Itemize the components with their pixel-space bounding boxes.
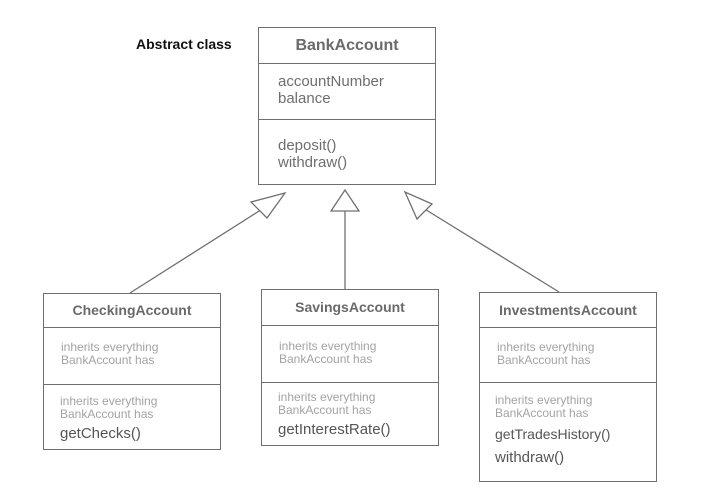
method-deposit: deposit() bbox=[278, 137, 337, 154]
inherits-note: inherits everything BankAccount has bbox=[60, 394, 158, 421]
inheritance-line-checking bbox=[129, 205, 268, 294]
savingsaccount-class-box: SavingsAccount inherits everything BankA… bbox=[261, 289, 439, 446]
attributes-section: inherits everything BankAccount has bbox=[262, 325, 438, 382]
inheritance-arrowhead-savings bbox=[329, 188, 361, 212]
inherits-note: inherits everything BankAccount has bbox=[279, 339, 377, 366]
inheritance-arrowhead-checking bbox=[249, 191, 287, 220]
attributes-section: accountNumber balance bbox=[259, 63, 435, 119]
bankaccount-class-box: BankAccount accountNumber balance deposi… bbox=[258, 27, 436, 185]
attribute-accountnumber: accountNumber bbox=[278, 73, 384, 90]
class-name: CheckingAccount bbox=[72, 302, 192, 318]
inherits-note: inherits everything BankAccount has bbox=[497, 340, 595, 367]
investmentsaccount-class-box: InvestmentsAccount inherits everything B… bbox=[479, 292, 657, 482]
inheritance-line-investments bbox=[422, 207, 560, 293]
inherits-note: inherits everything BankAccount has bbox=[61, 340, 159, 367]
class-name: InvestmentsAccount bbox=[499, 302, 637, 318]
methods-section: inherits everything BankAccount has getI… bbox=[262, 382, 438, 445]
method-gettradeshistory: getTradesHistory() bbox=[495, 426, 611, 442]
checkingaccount-class-box: CheckingAccount inherits everything Bank… bbox=[43, 293, 221, 450]
abstract-class-label: Abstract class bbox=[136, 36, 232, 52]
method-withdraw: withdraw() bbox=[495, 449, 565, 466]
methods-section: deposit() withdraw() bbox=[259, 119, 435, 184]
class-name: BankAccount bbox=[295, 37, 399, 54]
methods-section: inherits everything BankAccount has getT… bbox=[480, 382, 656, 481]
class-name-section: BankAccount bbox=[259, 28, 435, 63]
class-name-section: InvestmentsAccount bbox=[480, 293, 656, 327]
inherits-note: inherits everything BankAccount has bbox=[495, 393, 593, 420]
inherits-note: inherits everything BankAccount has bbox=[278, 390, 376, 417]
method-withdraw: withdraw() bbox=[278, 154, 348, 171]
class-name-section: SavingsAccount bbox=[262, 290, 438, 325]
inheritance-arrowhead-investments bbox=[403, 190, 434, 221]
methods-section: inherits everything BankAccount has getC… bbox=[44, 384, 220, 449]
class-name-section: CheckingAccount bbox=[44, 294, 220, 327]
method-getinterestrate: getInterestRate() bbox=[278, 421, 391, 438]
attributes-section: inherits everything BankAccount has bbox=[480, 327, 656, 382]
attributes-section: inherits everything BankAccount has bbox=[44, 327, 220, 384]
attribute-balance: balance bbox=[278, 90, 331, 107]
class-name: SavingsAccount bbox=[295, 299, 405, 315]
method-getchecks: getChecks() bbox=[60, 425, 141, 442]
